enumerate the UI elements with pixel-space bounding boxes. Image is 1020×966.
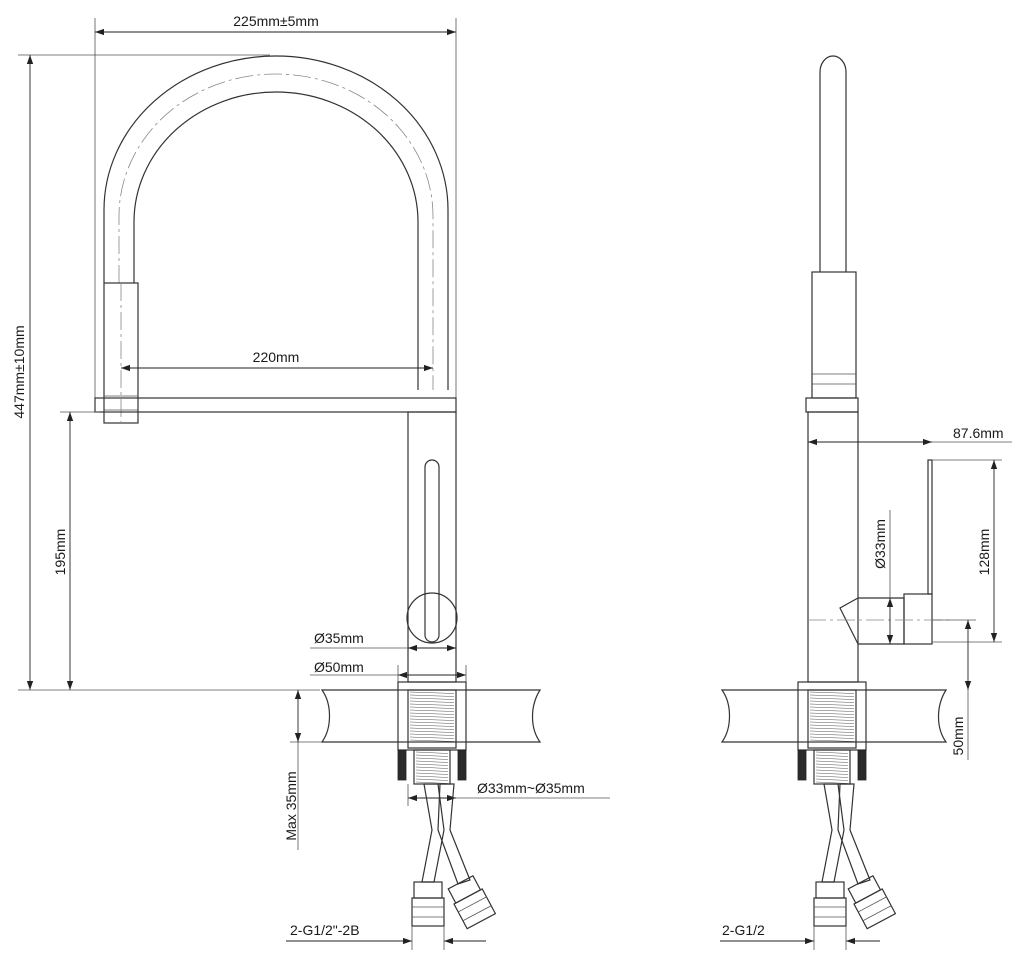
label-height-overall: 447mm±10mm [11,325,27,418]
spray-holder-side [805,271,859,413]
thread-line [815,763,849,766]
thread-line [409,694,455,697]
dim-side-diameter: Ø33mm [872,510,894,644]
thread-line [415,754,449,757]
thread-line [809,733,855,736]
thread-line [815,775,849,778]
thread-line [809,703,855,706]
dim-hose-thread-front: 2-G1/2"-2B [286,922,486,950]
thread-line [409,700,455,703]
thread-line [415,763,449,766]
supply-hoses-front [411,783,497,930]
thread-line [409,724,455,727]
label-spout-reach: 220mm [253,349,300,365]
thread-line [809,697,855,700]
thread-line [809,694,855,697]
dim-side-height: 50mm [932,619,976,760]
thread-line [409,736,455,739]
dim-body-diameter: Ø35mm [310,630,456,652]
thread-line [809,721,855,724]
thread-line [409,727,455,730]
thread-line [809,718,855,721]
label-depth: 87.6mm [953,425,1004,441]
thread-line [409,718,455,721]
thread-line [815,769,849,772]
spout-arch [103,55,449,390]
thread-line [409,721,455,724]
spout-tube-side [819,55,847,272]
thread-line [809,712,855,715]
thread-line [815,751,849,754]
holder-bar [94,397,457,413]
thread-line [415,766,449,769]
thread-line [409,706,455,709]
thread-line [809,724,855,727]
thread-line [809,706,855,709]
label-hole-diameter: Ø33mm~Ø35mm [477,780,585,796]
thread-line [815,772,849,775]
thread-line [415,778,449,781]
dim-hose-thread-side: 2-G1/2 [720,922,880,950]
thread-line [415,757,449,760]
label-hose-thread-side: 2-G1/2 [722,922,765,938]
countertop-side [720,681,948,743]
thread-line [815,778,849,781]
thread-line [409,703,455,706]
dim-spout-height: 195mm [52,411,100,690]
thread-line [409,709,455,712]
dim-base-diameter: Ø50mm [310,659,467,684]
label-spout-height: 195mm [52,529,68,576]
label-base-diameter: Ø50mm [314,659,364,675]
dim-height-overall: 447mm±10mm [11,54,270,690]
thread-line [809,709,855,712]
thread-line [415,751,449,754]
thread-line [809,730,855,733]
dim-depth: 87.6mm [808,425,1012,446]
dim-spout-reach: 220mm [121,349,433,372]
thread-line [815,781,849,784]
dim-max-thickness: Max 35mm [283,690,322,850]
thread-line [815,757,849,760]
thread-line [809,700,855,703]
faucet-body-front [406,411,458,683]
spray-head [103,282,139,424]
dim-hole-diameter: Ø33mm~Ø35mm [407,780,610,806]
thread-line [415,760,449,763]
thread-line [809,736,855,739]
label-max-thickness: Max 35mm [283,771,299,840]
label-body-diameter: Ø35mm [314,630,364,646]
threaded-shank-front [397,689,467,785]
thread-line [815,760,849,763]
thread-line [415,775,449,778]
threaded-shank-side [797,689,867,785]
side-view: 87.6mm Ø33mm 128mm 50mm [720,55,1012,950]
thread-line [809,739,855,742]
dim-width-overall: 225mm±5mm [94,13,457,400]
thread-line [815,766,849,769]
supply-hoses-side [813,783,897,930]
label-width-overall: 225mm±5mm [233,13,318,29]
label-handle-height: 128mm [976,529,992,576]
thread-line [415,769,449,772]
thread-line [409,691,455,694]
thread-line [815,754,849,757]
thread-line [409,712,455,715]
label-side-diameter: Ø33mm [872,519,888,569]
thread-line [809,691,855,694]
thread-line [409,733,455,736]
thread-line [409,739,455,742]
countertop-front [320,681,542,743]
front-view: 225mm±5mm 220mm [11,13,610,950]
thread-line [409,715,455,718]
thread-line [409,697,455,700]
label-side-height: 50mm [950,717,966,756]
thread-line [415,781,449,784]
thread-line [415,772,449,775]
thread-line [409,730,455,733]
thread-line [809,727,855,730]
dim-handle-height: 128mm [932,459,1002,643]
label-hose-thread-front: 2-G1/2"-2B [290,922,360,938]
thread-line [809,715,855,718]
